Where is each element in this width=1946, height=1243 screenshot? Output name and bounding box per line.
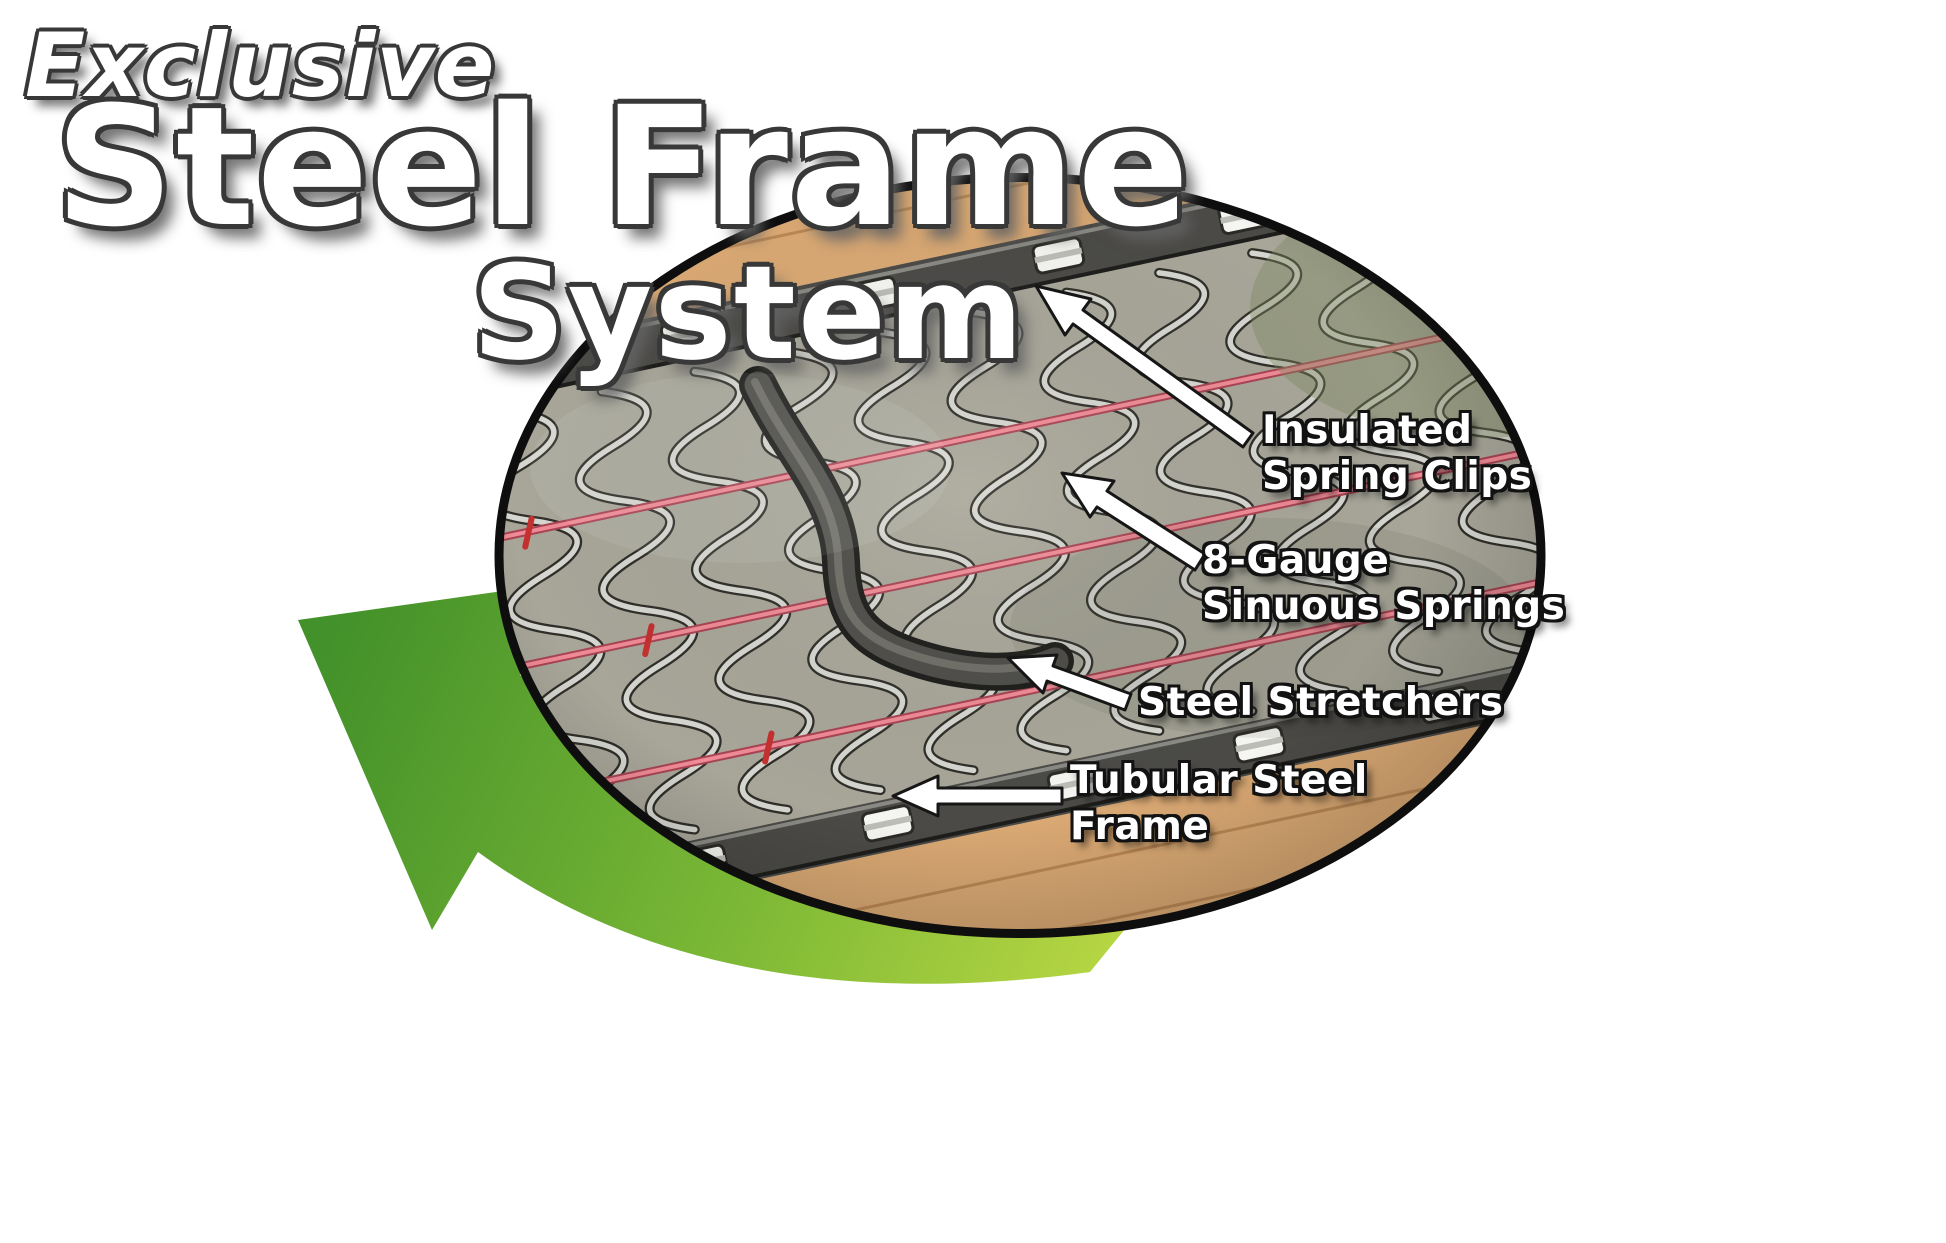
title-system: System (472, 237, 1026, 389)
photo-ellipse-border (494, 173, 1546, 938)
label-steel-stretchers: Steel Stretchers (1138, 680, 1504, 725)
label-insulated-spring-clips: Insulated Spring Clips (1262, 408, 1533, 499)
callout-arrow-tubular-steel-frame (891, 774, 1064, 818)
callout-arrow-steel-stretchers (1006, 653, 1133, 712)
label-tubular-steel-frame: Tubular Steel Frame (1070, 758, 1368, 849)
title-exclusive: Exclusive (25, 14, 496, 117)
label-sinuous-springs: 8-Gauge Sinuous Springs (1202, 538, 1566, 629)
callout-arrow-sinuous-springs (1060, 471, 1207, 572)
steel-frame-photo-inset (494, 173, 1546, 938)
title-steel-frame: Steel Frame (55, 71, 1192, 263)
callout-arrow-insulated-spring-clips (1034, 284, 1255, 449)
